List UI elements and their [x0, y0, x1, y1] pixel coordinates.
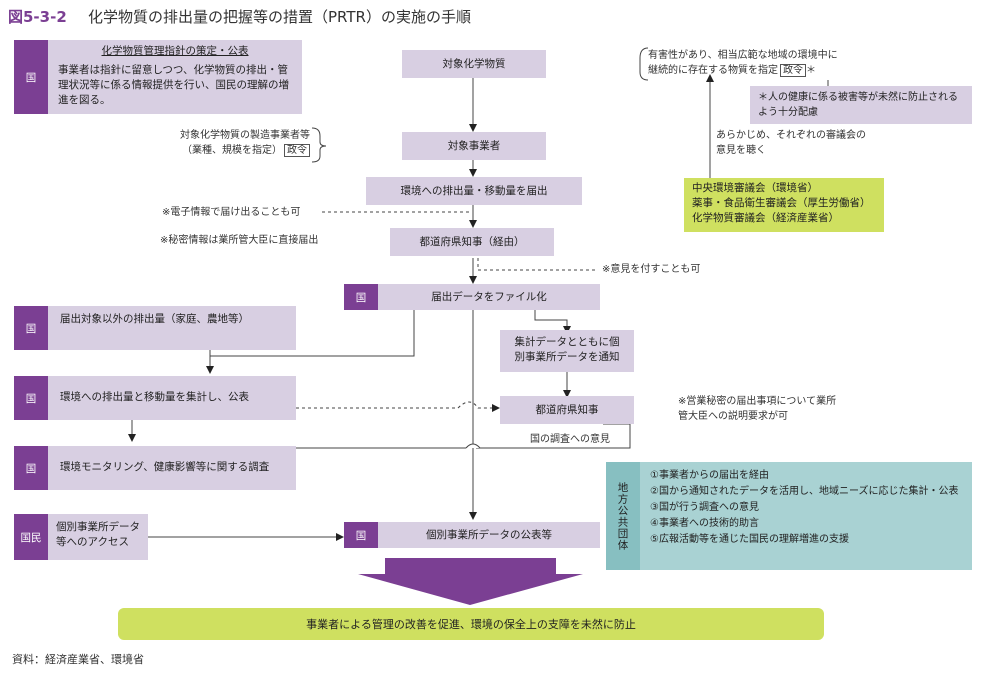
monitoring-box: 環境モニタリング、健康影響等に関する調査: [48, 446, 296, 490]
designation-line2: 継続的に存在する物質を指定: [648, 65, 778, 76]
seirei-stamp-right: 政令: [780, 64, 806, 77]
guideline-box: 化学物質管理指針の策定・公表 事業者は指針に留意しつつ、化学物質の排出・管理状況…: [48, 40, 302, 114]
local-gov-item: ②国から通知されたデータを活用し、地域ニーズに応じた集計・公表: [650, 486, 959, 497]
tag-kokumin: 国民: [14, 514, 48, 560]
health-note-box: ＊人の健康に係る被害等が未然に防止されるよう十分配慮: [750, 86, 972, 124]
confidential-note: ※秘密情報は業所管大臣に直接届出: [160, 235, 319, 246]
council-chemical: 化学物質審議会（経済産業省）: [692, 212, 839, 224]
guideline-body: 事業者は指針に留意しつつ、化学物質の排出・管理状況等に係る情報提供を行い、国民の…: [58, 64, 289, 106]
guideline-heading: 化学物質管理指針の策定・公表: [101, 45, 249, 57]
tag-kuni-aggregate: 国: [14, 376, 48, 420]
goal-box: 事業者による管理の改善を促進、環境の保全上の支障を未然に防止: [118, 608, 824, 640]
substance-box: 対象化学物質: [402, 50, 546, 78]
local-gov-item: ⑤広報活動等を通じた国民の理解増進の支援: [650, 534, 849, 545]
council-pharma: 薬事・食品衛生審議会（厚生労働省）: [692, 197, 871, 209]
prefecture-box: 都道府県知事（経由）: [390, 228, 554, 256]
tag-kuni-top: 国: [14, 40, 48, 114]
tag-kuni-nonreported: 国: [14, 306, 48, 350]
opinion-note: ※意見を付すことも可: [602, 264, 701, 275]
local-gov-item: ③国が行う調査への意見: [650, 502, 759, 513]
operators-note-line2: （業種、規模を指定）: [182, 145, 282, 156]
publish-box: 個別事業所データの公表等: [378, 522, 600, 548]
designation-line1: 有害性があり、相当広範な地域の環境中に: [648, 50, 838, 61]
prefecture-governor-box: 都道府県知事: [500, 396, 634, 424]
trade-secret-note: ※営業秘密の届出事項について業所管大臣への説明要求が可: [678, 396, 837, 422]
tag-kuni-file: 国: [344, 284, 378, 310]
operators-note: 対象化学物質の製造事業者等 （業種、規模を指定）政令: [160, 128, 310, 158]
asterisk-mark: ＊: [806, 65, 816, 76]
local-gov-item: ①事業者からの届出を経由: [650, 470, 769, 481]
local-gov-item: ④事業者への技術的助言: [650, 518, 759, 529]
non-reported-box: 届出対象以外の排出量（家庭、農地等）: [48, 306, 296, 350]
notify-box: 集計データとともに個別事業所データを通知: [500, 330, 634, 372]
councils-box: 中央環境審議会（環境省） 薬事・食品衛生審議会（厚生労働省） 化学物質審議会（経…: [684, 178, 884, 232]
local-gov-box: ①事業者からの届出を経由 ②国から通知されたデータを活用し、地域ニーズに応じた集…: [640, 462, 972, 570]
aggregate-box: 環境への排出量と移動量を集計し、公表: [48, 376, 296, 420]
local-gov-label-text: 地方公共団体: [616, 481, 629, 551]
operators-box: 対象事業者: [402, 132, 546, 160]
file-box: 届出データをファイル化: [378, 284, 600, 310]
tag-kuni-publish: 国: [344, 522, 378, 548]
figure-title: 化学物質の排出量の把握等の措置（PRTR）の実施の手順: [88, 8, 471, 26]
tag-kuni-monitoring: 国: [14, 446, 48, 490]
source-note: 資料：経済産業省、環境省: [12, 653, 144, 666]
councils-intro: あらかじめ、それぞれの審議会の意見を聴く: [716, 130, 866, 156]
survey-opinion-note: 国の調査への意見: [530, 434, 610, 445]
designation-note: 有害性があり、相当広範な地域の環境中に 継続的に存在する物質を指定政令＊: [648, 48, 888, 78]
figure-number: 図5-3-2: [8, 8, 67, 26]
seirei-stamp: 政令: [284, 144, 310, 157]
local-gov-label: 地方公共団体: [606, 462, 640, 570]
report-box: 環境への排出量・移動量を届出: [366, 177, 582, 205]
access-box: 個別事業所データ等へのアクセス: [48, 514, 148, 560]
operators-note-line1: 対象化学物質の製造事業者等: [180, 130, 310, 141]
electronic-note: ※電子情報で届け出ることも可: [162, 207, 301, 218]
council-central-env: 中央環境審議会（環境省）: [692, 182, 818, 194]
